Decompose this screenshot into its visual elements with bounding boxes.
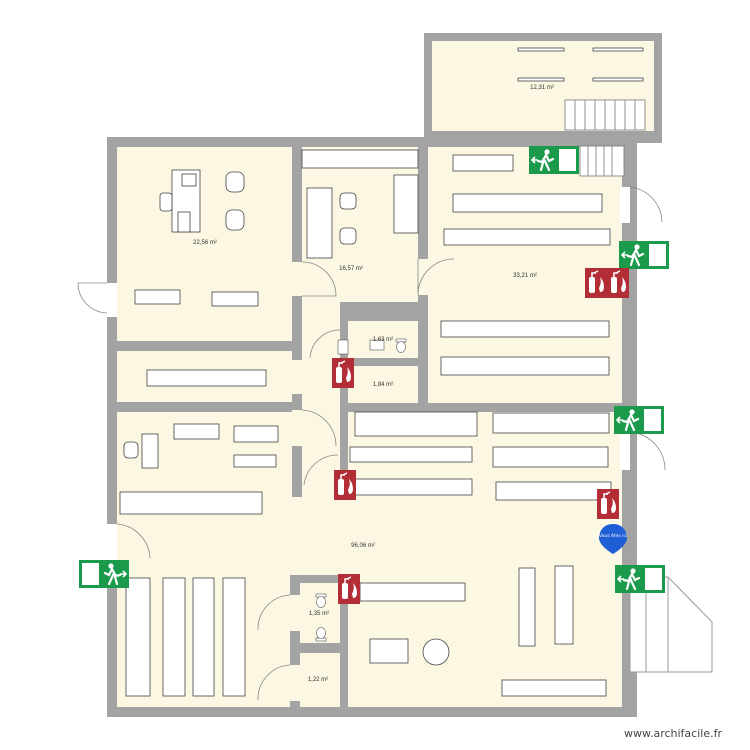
stairs bbox=[564, 99, 646, 177]
fire-extinguisher-icon bbox=[584, 267, 608, 299]
room-labels: 12,31 m² 22,56 m² 16,57 m² 33,21 m² 1,63… bbox=[193, 85, 554, 683]
watermark: www.archifacile.fr bbox=[623, 727, 722, 740]
area-label-stair-room: 12,31 m² bbox=[530, 85, 554, 91]
room-office bbox=[117, 147, 292, 341]
fire-extinguisher-icon bbox=[331, 357, 355, 389]
fire-extinguisher-icon bbox=[337, 573, 361, 605]
marker-text: Vous êtes ici bbox=[599, 532, 627, 539]
toilets bbox=[315, 338, 407, 642]
area-label-kitchen: 16,57 m² bbox=[339, 266, 363, 272]
area-label-main-hall: 96,06 m² bbox=[351, 543, 375, 549]
location-pin-icon: Vous êtes ici bbox=[599, 524, 627, 554]
area-label-wc-3: 1,22 m² bbox=[308, 677, 328, 683]
fire-extinguisher-icon bbox=[606, 267, 630, 299]
emergency-exit-icon bbox=[617, 239, 671, 271]
emergency-exit-icon bbox=[77, 558, 131, 590]
area-label-corridor-small: 1,84 m² bbox=[373, 382, 393, 388]
emergency-exit-icon bbox=[613, 563, 667, 595]
area-label-main-storage: 33,21 m² bbox=[513, 273, 537, 279]
room-wc-1 bbox=[348, 321, 418, 358]
area-label-wc-2: 1,35 m² bbox=[309, 611, 329, 617]
fire-extinguisher-icon bbox=[596, 488, 620, 520]
doors bbox=[77, 186, 666, 701]
room-corridor-vert bbox=[302, 302, 340, 492]
furniture bbox=[119, 47, 644, 697]
emergency-exit-icon bbox=[612, 404, 666, 436]
emergency-exit-icon bbox=[527, 144, 581, 176]
area-label-wc-1: 1,63 m² bbox=[373, 337, 393, 343]
fire-extinguisher-icon bbox=[333, 469, 357, 501]
room-corridor-small bbox=[348, 366, 418, 403]
area-label-office: 22,56 m² bbox=[193, 240, 217, 246]
room-wc-3 bbox=[300, 653, 340, 707]
